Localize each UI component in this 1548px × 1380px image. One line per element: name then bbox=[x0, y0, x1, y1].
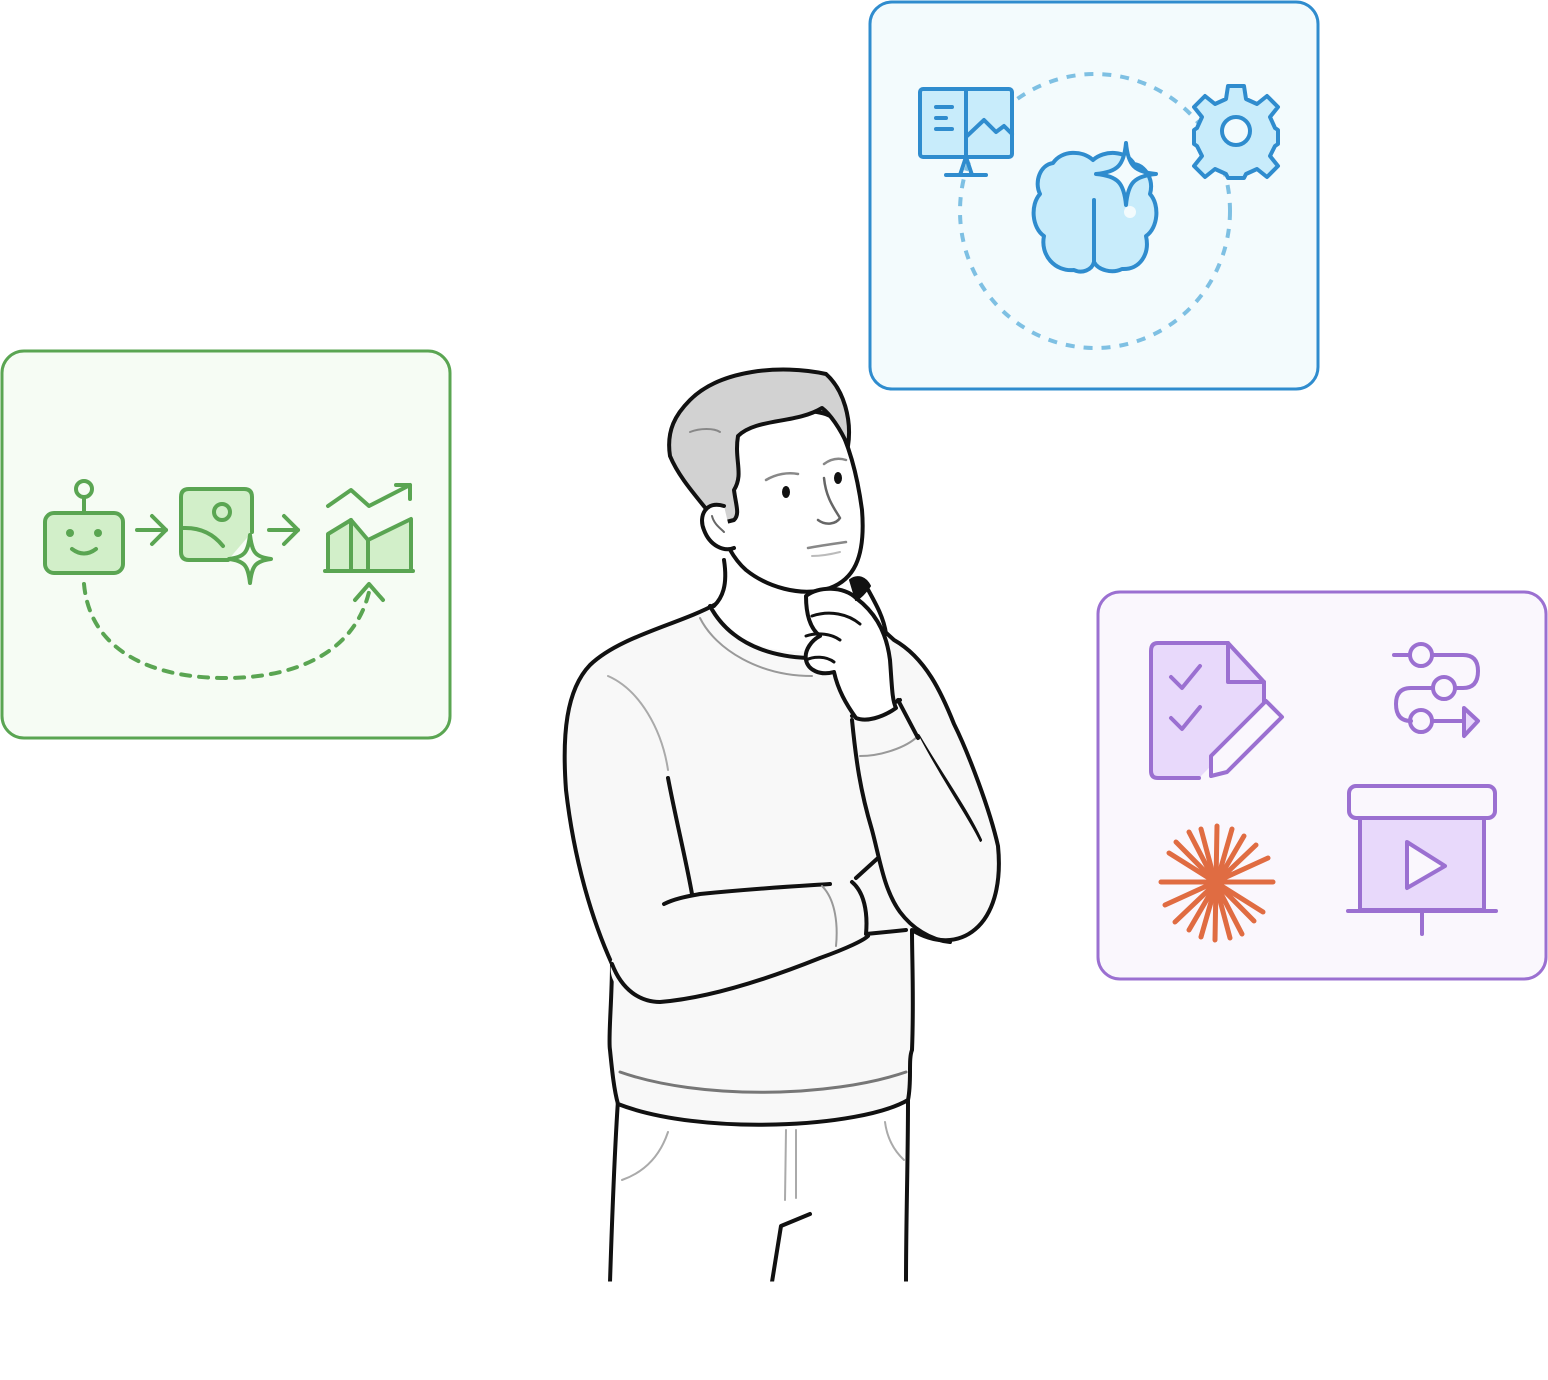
purple-panel bbox=[1096, 590, 1548, 981]
eye-right bbox=[834, 472, 842, 484]
mouth bbox=[806, 540, 848, 550]
thinking-person-illustration bbox=[562, 367, 1001, 1285]
arrow-right-icon bbox=[267, 514, 300, 546]
loop-arrow-icon bbox=[82, 582, 385, 680]
growth-chart-icon bbox=[323, 483, 415, 573]
sliders-flow-icon bbox=[1392, 642, 1480, 738]
eyebrow-right bbox=[822, 457, 848, 466]
neck-line bbox=[712, 558, 728, 608]
checklist-edit-icon bbox=[1149, 641, 1284, 780]
eyebrow-left bbox=[764, 472, 800, 482]
hand-at-chin bbox=[803, 576, 898, 722]
eye-left bbox=[782, 486, 790, 498]
head bbox=[667, 367, 865, 594]
monitor-layout-icon bbox=[918, 87, 1014, 177]
orbit-dashed-icon bbox=[958, 72, 1232, 350]
blue-panel bbox=[868, 0, 1320, 391]
arrow-right-icon bbox=[135, 514, 168, 546]
crossed-arm bbox=[610, 856, 908, 1004]
brain-sparkle-icon bbox=[1031, 141, 1159, 274]
collar-line bbox=[708, 604, 810, 660]
starburst-icon bbox=[1158, 823, 1276, 943]
image-sparkle-icon bbox=[179, 487, 273, 585]
nose bbox=[816, 476, 842, 525]
trousers bbox=[604, 1098, 910, 1285]
gear-icon bbox=[1192, 84, 1280, 180]
green-panel bbox=[0, 349, 452, 740]
robot-icon bbox=[43, 479, 125, 575]
presentation-play-icon bbox=[1346, 784, 1498, 936]
